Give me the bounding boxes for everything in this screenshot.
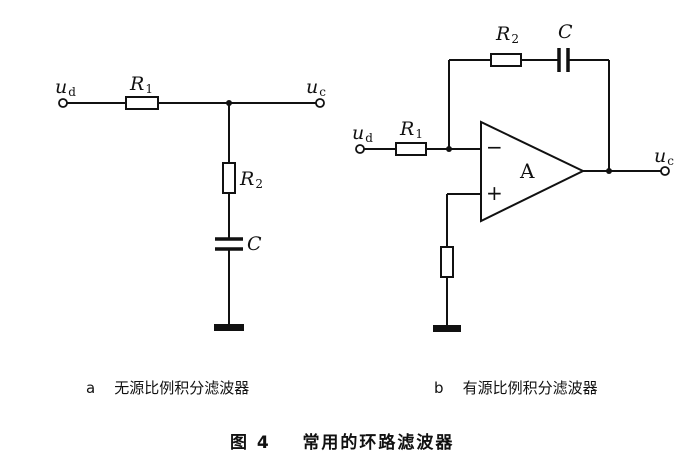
resistor-bias-b: [440, 246, 454, 278]
resistor-r1-b: [395, 142, 427, 156]
label-c-a: C: [247, 233, 262, 255]
label-r2-a: R2: [239, 168, 263, 191]
input-terminal-b: [355, 144, 365, 154]
junction-node-b-output: [606, 168, 612, 174]
label-c-b: C: [558, 21, 573, 43]
circuit-b: − + A ud R1 R2 C uc: [352, 21, 674, 332]
ground-b: [433, 325, 461, 332]
figure-caption: 图 4 常用的环路滤波器: [230, 428, 454, 453]
opamp-minus-sign: −: [486, 135, 503, 159]
resistor-r2-a: [222, 162, 236, 194]
input-terminal-a: [58, 98, 68, 108]
opamp-plus-sign: +: [486, 181, 503, 205]
ground-a: [214, 324, 244, 331]
caption-b: b 有源比例积分滤波器: [434, 377, 598, 398]
resistor-r1-a: [125, 96, 159, 110]
caption-a-text: 无源比例积分滤波器: [114, 379, 250, 397]
opamp-triangle: [480, 120, 586, 223]
label-r1-a: R1: [129, 73, 153, 96]
label-output-b: uc: [654, 145, 674, 168]
label-input-a: ud: [55, 76, 76, 99]
label-output-a: uc: [306, 76, 326, 99]
opamp-label: A: [519, 159, 535, 183]
figure-title: 常用的环路滤波器: [302, 433, 455, 453]
label-r2-b: R2: [495, 23, 519, 46]
caption-a: a 无源比例积分滤波器: [86, 377, 249, 398]
caption-a-letter: a: [86, 379, 96, 397]
resistor-r2-b: [490, 53, 522, 67]
circuit-a: ud R1 uc R2 C: [55, 73, 326, 331]
output-terminal-b: [660, 166, 670, 176]
output-terminal-a: [315, 98, 325, 108]
label-input-b: ud: [352, 122, 373, 145]
figure-number: 图 4: [230, 433, 271, 453]
caption-b-text: 有源比例积分滤波器: [462, 379, 598, 397]
caption-b-letter: b: [434, 379, 444, 397]
label-r1-b: R1: [399, 118, 423, 141]
